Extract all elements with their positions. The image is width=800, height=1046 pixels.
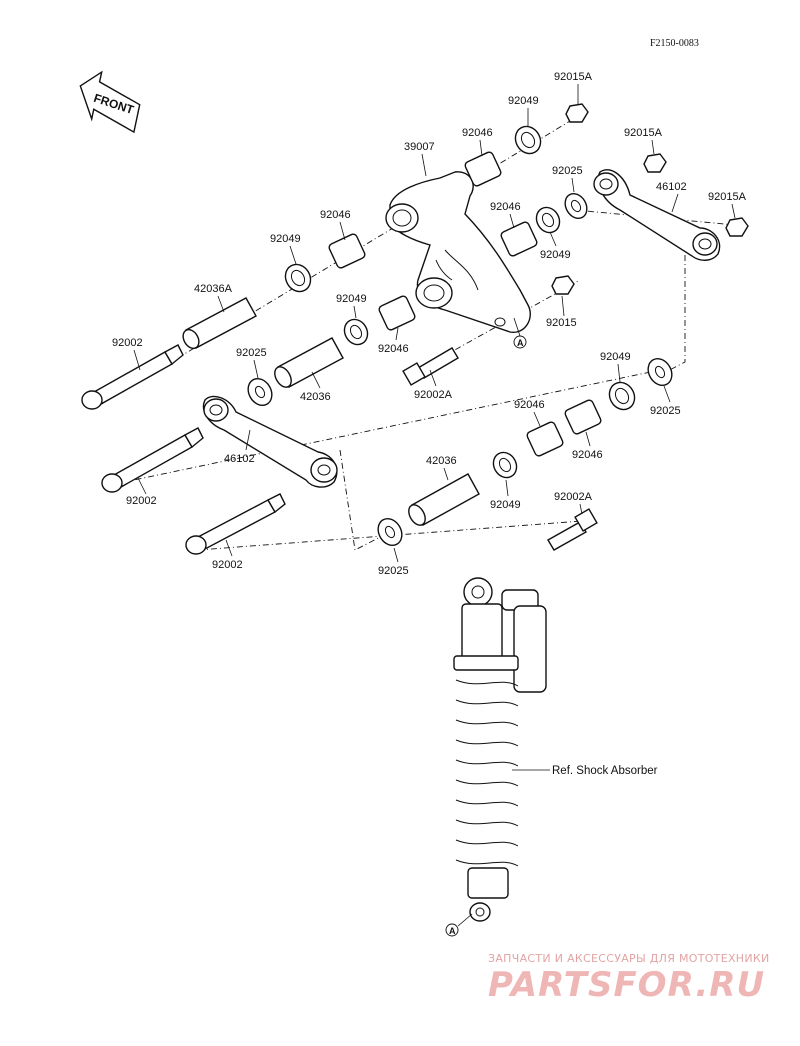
bolt-92002-a [81, 344, 184, 410]
bolt-92002-c [185, 493, 286, 555]
ref-marker-label: A [517, 338, 524, 348]
part-label: 92015 [546, 317, 577, 329]
part-label: 92002A [414, 389, 453, 401]
part-label: 92046 [490, 201, 521, 213]
ref-shock-absorber-label: Ref. Shock Absorber [552, 765, 658, 777]
ref-marker-a-lower: A [445, 913, 473, 937]
bolt-92002-b [101, 427, 204, 493]
part-label: 92046 [378, 343, 409, 355]
part-label: 92049 [508, 95, 539, 107]
part-label: 46102 [656, 181, 687, 193]
part-label: 42036 [426, 455, 457, 467]
part-label: 92049 [540, 249, 571, 261]
callout-leaders [133, 84, 736, 563]
bolt-92002a-upper [402, 347, 459, 386]
part-label: 92049 [270, 233, 301, 245]
collar-42036a [182, 297, 257, 350]
front-arrow-icon: FRONT [79, 70, 141, 134]
seal-92049 [284, 125, 636, 479]
tie-rod-46102-upper [593, 169, 721, 261]
part-label: 92025 [236, 347, 267, 359]
part-label: 46102 [224, 453, 255, 465]
part-label: 92049 [600, 351, 631, 363]
bolt-92002a-lower [547, 508, 598, 551]
shock-absorber [453, 577, 550, 922]
diagram-code: F2150-0083 [650, 38, 699, 49]
ref-marker-label: A [449, 926, 456, 936]
collar-42036-upper [274, 337, 344, 388]
part-label: 92046 [320, 209, 351, 221]
part-label: 92002 [112, 337, 143, 349]
part-label: 92049 [336, 293, 367, 305]
part-label: 92046 [514, 399, 545, 411]
part-label: 92002 [212, 559, 243, 571]
tie-rod-46102-lower [202, 395, 338, 488]
part-label: 92046 [462, 127, 493, 139]
bracket-39007 [385, 171, 531, 333]
part-labels: 92015A 92049 92046 39007 92015A 92025 46… [112, 71, 747, 577]
part-label: 39007 [404, 141, 435, 153]
part-label: 92002A [554, 491, 593, 503]
part-label: 92015A [708, 191, 747, 203]
watermark-brand: PARTSFOR.RU [488, 965, 765, 1005]
part-label: 42036A [194, 283, 233, 295]
part-label: 92002 [126, 495, 157, 507]
washer-92025 [247, 192, 673, 547]
part-label: 92046 [572, 449, 603, 461]
bearing-92046 [328, 151, 602, 457]
part-label: 92025 [378, 565, 409, 577]
watermark-tagline: ЗАПЧАСТИ И АКСЕССУАРЫ ДЛЯ МОТОТЕХНИКИ [488, 952, 770, 965]
nut-92015 [551, 103, 749, 295]
ref-marker-a-upper: A [513, 317, 527, 349]
watermark: ЗАПЧАСТИ И АКСЕССУАРЫ ДЛЯ МОТОТЕХНИКИ PA… [488, 952, 770, 1005]
part-label: 92049 [490, 499, 521, 511]
part-label: 92015A [624, 127, 663, 139]
part-label: 42036 [300, 391, 331, 403]
part-label: 92025 [552, 165, 583, 177]
part-label: 92025 [650, 405, 681, 417]
collar-42036-lower [408, 473, 480, 526]
part-label: 92015A [554, 71, 593, 83]
